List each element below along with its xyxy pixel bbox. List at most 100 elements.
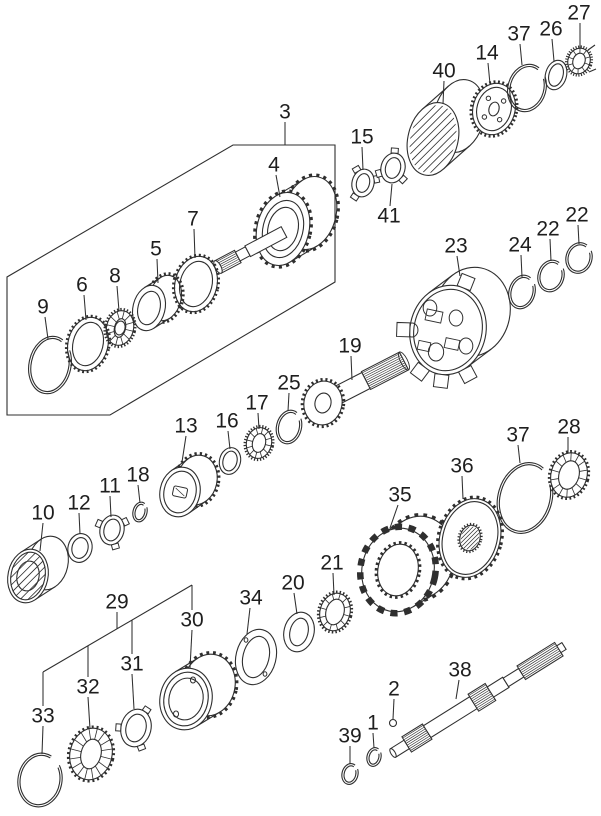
callout-6: 6 — [76, 274, 88, 321]
callout-30: 30 — [180, 585, 204, 669]
callout-37a: 37 — [507, 23, 531, 66]
callout-number-20: 20 — [281, 572, 304, 595]
part-18 — [132, 501, 148, 523]
callout-32: 32 — [76, 646, 100, 730]
callout-number-2: 2 — [388, 678, 400, 701]
callout-33: 33 — [31, 672, 55, 755]
callout-number-28: 28 — [557, 416, 580, 439]
callout-24: 24 — [508, 234, 532, 278]
callout-8: 8 — [109, 265, 121, 312]
callout-17: 17 — [245, 392, 269, 430]
callout-7: 7 — [187, 208, 199, 259]
callout-number-22b: 22 — [565, 204, 588, 227]
part-21 — [316, 590, 354, 634]
part-19 — [300, 351, 410, 429]
callout-number-19: 19 — [338, 335, 361, 358]
callout-number-32: 32 — [76, 676, 99, 699]
callout-number-30: 30 — [180, 609, 203, 632]
callout-number-16: 16 — [215, 410, 238, 433]
callout-number-6: 6 — [76, 274, 88, 297]
callout-41: 41 — [377, 183, 401, 228]
part-1 — [366, 747, 382, 767]
callout-number-23: 23 — [444, 235, 467, 258]
callout-number-7: 7 — [187, 208, 199, 231]
callout-number-29: 29 — [105, 591, 128, 614]
callout-29: 29 — [105, 591, 129, 629]
callout-number-3: 3 — [279, 101, 291, 124]
part-23 — [396, 266, 511, 389]
part-24 — [508, 274, 536, 310]
callout-9: 9 — [37, 296, 49, 340]
callout-number-34: 34 — [239, 587, 263, 610]
callout-number-39: 39 — [338, 725, 361, 748]
callout-number-5: 5 — [150, 238, 162, 261]
callout-number-10: 10 — [31, 502, 54, 525]
callout-34: 34 — [239, 587, 263, 635]
callout-number-37b: 37 — [506, 424, 529, 447]
callout-number-4: 4 — [268, 154, 280, 177]
callout-number-1: 1 — [367, 712, 379, 735]
callout-number-27: 27 — [567, 2, 590, 25]
part-25 — [275, 409, 303, 445]
callout-14: 14 — [475, 42, 499, 85]
callout-31: 31 — [120, 620, 144, 710]
callout-number-12: 12 — [67, 492, 90, 515]
callout-21: 21 — [320, 552, 344, 596]
part-27 — [564, 44, 597, 77]
part-37a — [507, 63, 547, 113]
callout-22a: 22 — [536, 218, 560, 262]
callout-number-25: 25 — [277, 372, 300, 395]
callout-40: 40 — [432, 60, 456, 105]
callout-28: 28 — [557, 416, 581, 453]
part-20 — [283, 611, 315, 653]
part-31 — [115, 705, 152, 752]
callout-number-13: 13 — [174, 415, 197, 438]
part-12 — [67, 533, 93, 563]
callout-15: 15 — [350, 126, 374, 171]
callout-36: 36 — [450, 455, 474, 500]
callout-number-8: 8 — [109, 265, 121, 288]
part-17 — [243, 424, 275, 462]
callout-38: 38 — [448, 659, 472, 700]
callout-25: 25 — [277, 372, 301, 412]
callout-3: 3 — [279, 101, 291, 145]
part-32 — [66, 725, 116, 783]
part-11 — [94, 514, 130, 551]
callout-22b: 22 — [565, 204, 589, 245]
part-37b — [496, 462, 554, 534]
callout-5: 5 — [150, 238, 162, 284]
part-13 — [159, 451, 221, 518]
callout-18: 18 — [126, 464, 150, 504]
callout-number-35: 35 — [388, 484, 411, 507]
part-14 — [469, 80, 519, 138]
callout-number-9: 9 — [37, 296, 49, 319]
callout-39: 39 — [338, 725, 362, 764]
callout-number-36: 36 — [450, 455, 473, 478]
callout-11: 11 — [99, 475, 121, 518]
callout-23: 23 — [444, 235, 468, 277]
part-38 — [389, 641, 567, 758]
callout-27: 27 — [567, 2, 591, 48]
callout-4: 4 — [268, 154, 281, 198]
assembly-3-outline — [6, 144, 336, 416]
callout-12: 12 — [67, 492, 91, 535]
callout-19: 19 — [338, 335, 362, 381]
callout-number-11: 11 — [99, 475, 121, 498]
part-33 — [17, 752, 63, 808]
part-28 — [547, 450, 591, 500]
callout-1: 1 — [367, 712, 379, 749]
callout-37b: 37 — [506, 424, 530, 464]
callout-10: 10 — [31, 502, 55, 552]
callout-number-40: 40 — [432, 60, 455, 83]
part-22a — [537, 259, 565, 293]
callout-number-24: 24 — [508, 234, 532, 257]
callout-number-22a: 22 — [536, 218, 559, 241]
part-41 — [374, 147, 409, 185]
part-39 — [341, 763, 359, 785]
part-30 — [159, 651, 239, 731]
callout-number-15: 15 — [350, 126, 373, 149]
callout-number-38: 38 — [448, 659, 471, 682]
callout-number-21: 21 — [320, 552, 343, 575]
